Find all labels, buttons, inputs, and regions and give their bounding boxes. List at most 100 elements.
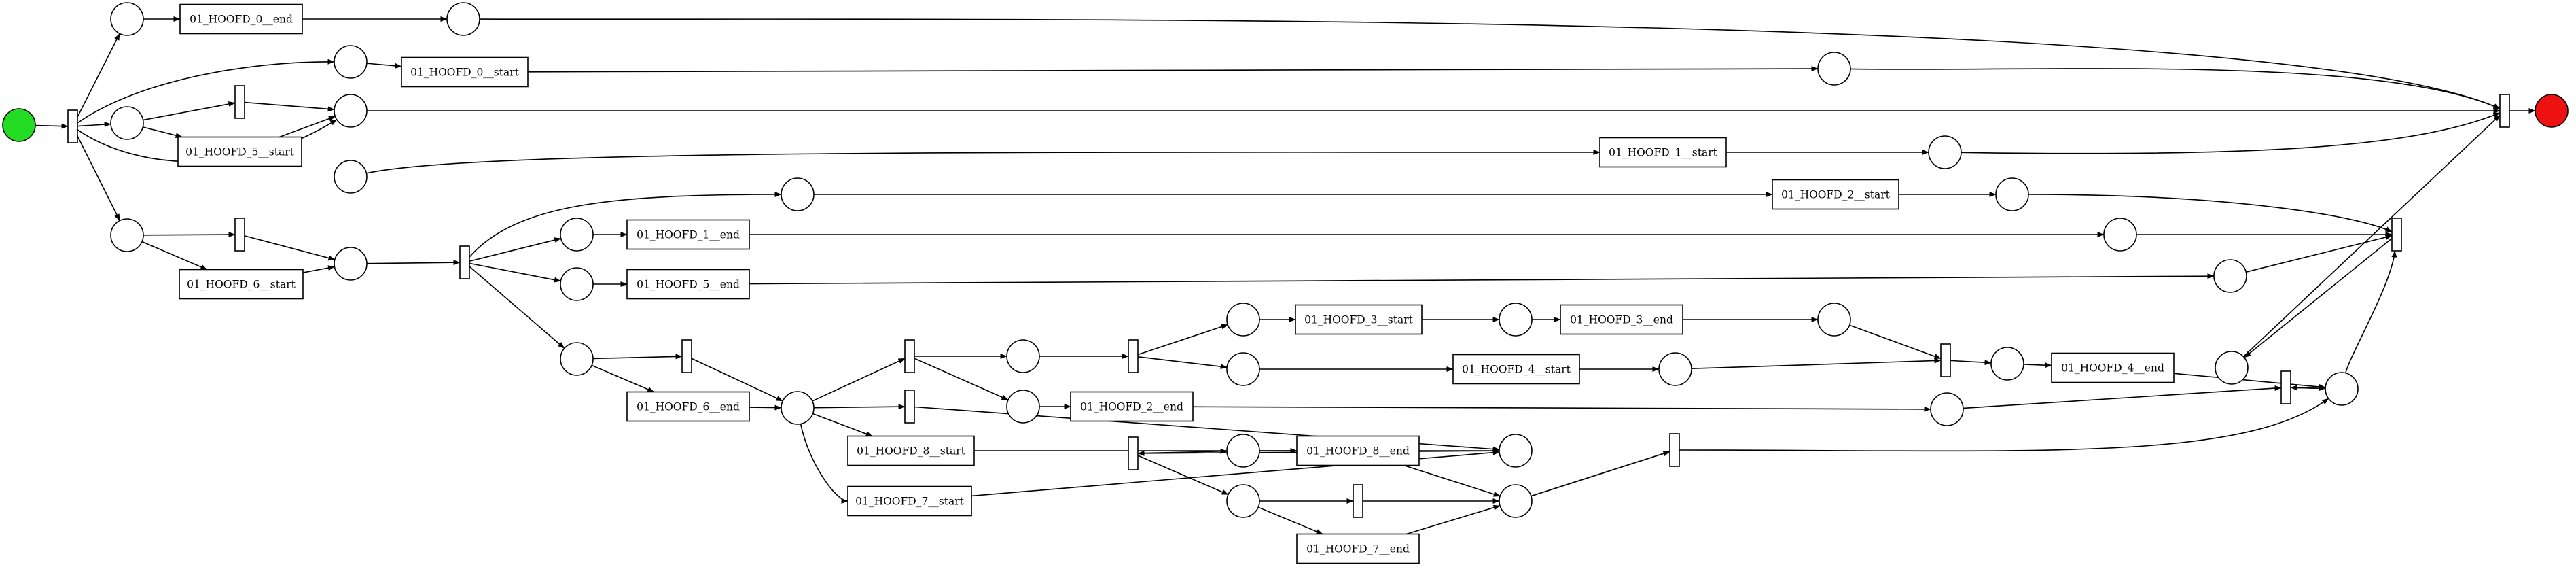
arc bbox=[813, 404, 906, 410]
transition-box bbox=[2051, 352, 2175, 383]
place bbox=[2325, 372, 2359, 406]
arc bbox=[77, 58, 335, 124]
transition-label: 01_HOOFD_8__end bbox=[1306, 445, 1410, 458]
arc bbox=[1679, 398, 2329, 452]
arc bbox=[2244, 238, 2393, 358]
place bbox=[1006, 390, 1040, 424]
arc bbox=[2345, 250, 2397, 373]
silent-transition bbox=[2499, 94, 2510, 128]
place bbox=[560, 218, 594, 252]
place bbox=[560, 267, 594, 301]
transition-box bbox=[179, 3, 303, 35]
arc bbox=[469, 266, 565, 349]
transition-label: 01_HOOFD_2__end bbox=[1080, 401, 1183, 413]
transition-t-h2-end: 01_HOOFD_2__end bbox=[1070, 391, 1194, 422]
end-place bbox=[2535, 94, 2569, 128]
transition-box bbox=[1295, 304, 1423, 335]
transition-t-h4-start: 01_HOOFD_4__start bbox=[1452, 354, 1580, 385]
arc bbox=[800, 424, 848, 504]
arc bbox=[527, 66, 1819, 73]
transition-label: 01_HOOFD_6__start bbox=[187, 279, 296, 291]
arc bbox=[1850, 68, 2501, 109]
arc bbox=[2242, 114, 2501, 358]
place bbox=[560, 342, 594, 376]
arc bbox=[812, 358, 906, 402]
arc bbox=[2173, 373, 2326, 390]
arc bbox=[2290, 385, 2326, 392]
arc bbox=[366, 260, 461, 266]
arc bbox=[279, 116, 336, 138]
arc bbox=[1137, 356, 1228, 370]
transition-t-h6-start: 01_HOOFD_6__start bbox=[179, 269, 304, 300]
place bbox=[1995, 177, 2029, 211]
arc bbox=[143, 101, 236, 121]
transition-t-h5-start: 01_HOOFD_5__start bbox=[177, 136, 302, 167]
arc bbox=[366, 149, 1600, 174]
place bbox=[2103, 218, 2137, 252]
place bbox=[1817, 52, 1851, 86]
transition-t-h7-end: 01_HOOFD_7__end bbox=[1296, 533, 1420, 564]
arc bbox=[592, 354, 683, 360]
arc bbox=[914, 358, 1009, 401]
transition-label: 01_HOOFD_1__start bbox=[1609, 147, 1718, 159]
silent-transition bbox=[904, 390, 915, 424]
transition-box bbox=[179, 269, 304, 300]
transition-t-h3-start: 01_HOOFD_3__start bbox=[1295, 304, 1423, 335]
arc bbox=[1137, 324, 1228, 356]
place bbox=[334, 247, 368, 281]
transition-t-h4-end: 01_HOOFD_4__end bbox=[2051, 352, 2175, 383]
place bbox=[1817, 303, 1851, 337]
transition-box bbox=[1296, 435, 1420, 466]
transition-t-h8-end: 01_HOOFD_8__end bbox=[1296, 435, 1420, 466]
arc bbox=[77, 122, 111, 128]
arc bbox=[77, 135, 120, 221]
silent-transition bbox=[1940, 343, 1951, 377]
arc bbox=[1137, 448, 1228, 454]
place bbox=[334, 160, 368, 194]
start-place bbox=[2, 108, 36, 142]
arc bbox=[1691, 358, 1942, 370]
silent-transition bbox=[459, 245, 470, 279]
arc bbox=[1403, 464, 1501, 497]
place bbox=[781, 391, 815, 425]
silent-transition bbox=[904, 339, 915, 373]
transition-label: 01_HOOFD_5__end bbox=[637, 279, 740, 291]
place bbox=[1226, 484, 1260, 518]
arc bbox=[469, 262, 561, 283]
arc bbox=[749, 404, 782, 411]
place bbox=[1658, 352, 1692, 386]
silent-transition bbox=[67, 109, 78, 143]
arc bbox=[366, 63, 402, 69]
transition-label: 01_HOOFD_0__start bbox=[410, 67, 520, 79]
place bbox=[110, 2, 144, 36]
transition-label: 01_HOOFD_4__end bbox=[2061, 362, 2164, 375]
silent-transition bbox=[1128, 339, 1139, 373]
transition-box bbox=[177, 136, 302, 167]
transition-box bbox=[847, 435, 975, 466]
place bbox=[334, 45, 368, 79]
place bbox=[781, 177, 815, 211]
place bbox=[1226, 434, 1260, 468]
transition-box bbox=[1070, 391, 1194, 422]
arc bbox=[1257, 506, 1323, 535]
transition-t-h7-start: 01_HOOFD_7__start bbox=[847, 485, 972, 517]
place bbox=[1930, 392, 1964, 426]
transition-label: 01_HOOFD_7__end bbox=[1306, 543, 1410, 555]
transition-t-h1-end: 01_HOOFD_1__end bbox=[626, 219, 750, 250]
transition-label: 01_HOOFD_2__start bbox=[1781, 189, 1891, 201]
place bbox=[1499, 434, 1533, 468]
transition-box bbox=[626, 269, 750, 300]
silent-transition bbox=[681, 339, 692, 373]
arc bbox=[479, 18, 2501, 109]
silent-transition bbox=[1128, 436, 1139, 470]
arc bbox=[1849, 324, 1942, 360]
transition-box bbox=[626, 391, 750, 422]
transition-label: 01_HOOFD_6__end bbox=[637, 401, 740, 413]
arc bbox=[691, 358, 783, 402]
arc bbox=[2023, 362, 2052, 368]
silent-transition bbox=[1353, 484, 1363, 518]
arc bbox=[1531, 451, 1670, 497]
transition-box bbox=[1296, 533, 1420, 564]
arc bbox=[302, 265, 335, 273]
